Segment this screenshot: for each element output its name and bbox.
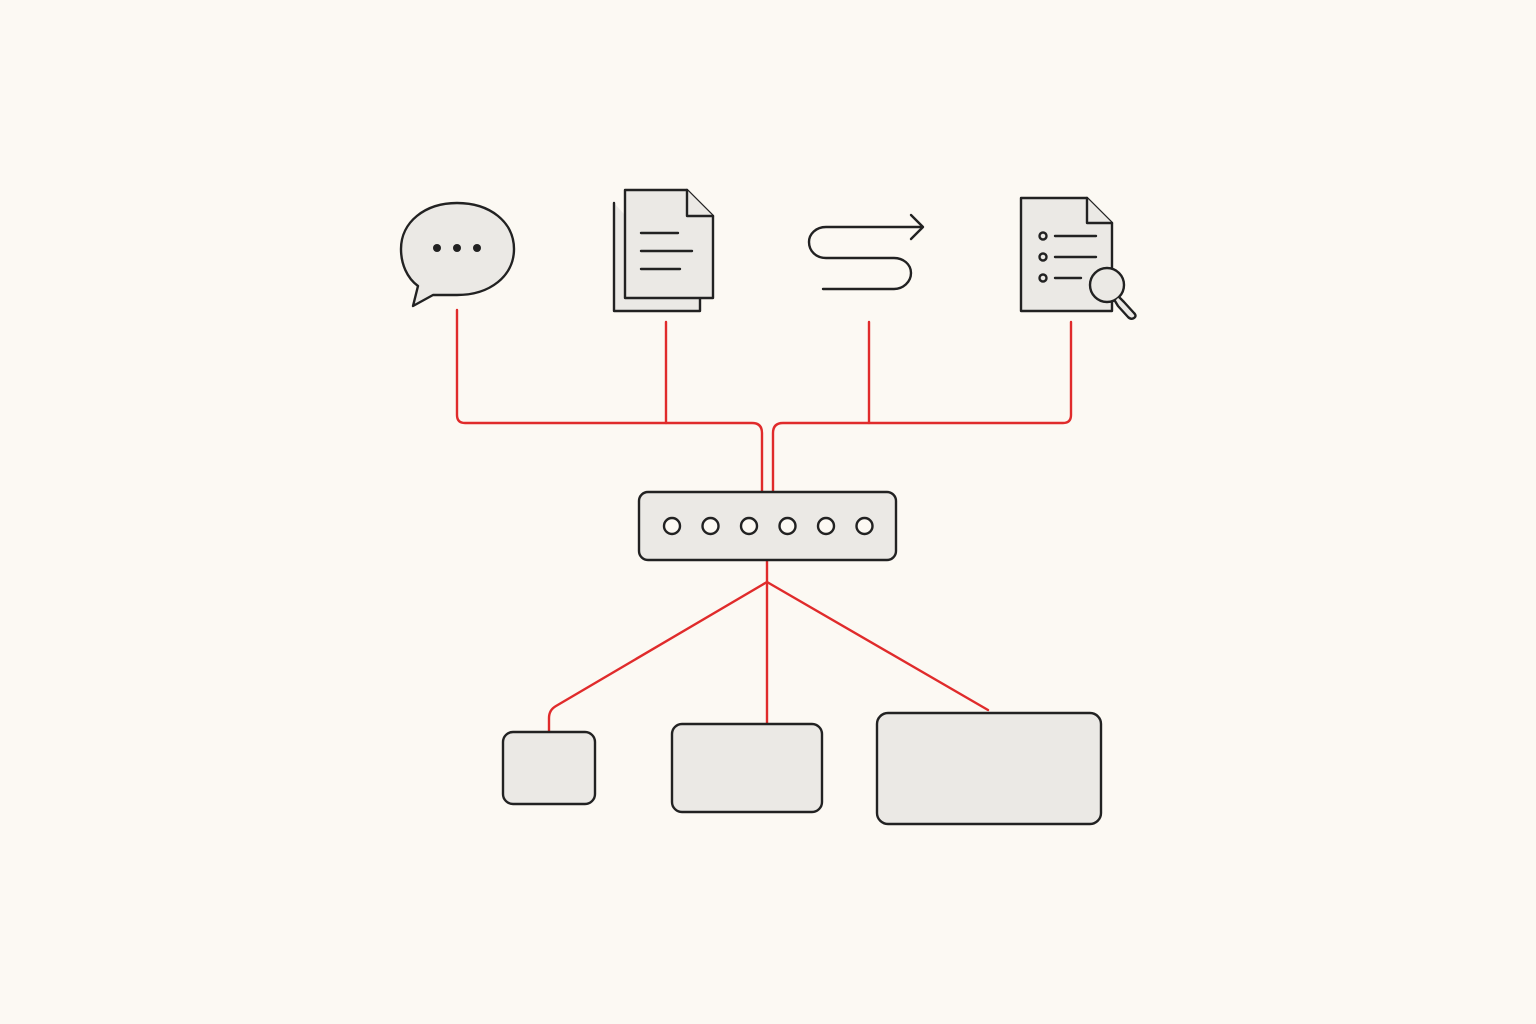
speech-dot [453,244,461,252]
winding-arrow-head [909,213,925,241]
output-box-medium [670,722,824,814]
speech-bubble-icon [399,201,516,308]
output-boxes [501,711,1103,826]
speech-dot [433,244,441,252]
hub-port [778,516,797,536]
output-box-small [501,730,597,806]
hub-port [739,516,759,536]
winding-arrow-path [807,225,924,291]
hub-port [816,516,836,536]
connector-output-large [765,580,990,712]
hub-port [701,516,720,536]
output-connectors [547,559,990,734]
switch-hub-icon [637,490,898,562]
hub-port [855,516,874,536]
speech-dot [473,244,481,252]
hub-body [637,490,898,562]
document-fold [685,188,715,218]
connector-speech-bubble [455,308,764,493]
list-bullet [1038,231,1048,241]
magnifier-handle [1113,295,1137,320]
document-stack-icon [612,188,715,313]
connector-output-small [547,580,769,734]
search-document-fold [1085,196,1114,225]
magnifier-lens [1088,266,1126,304]
speech-bubble-outline [399,201,516,308]
connector-document-search [771,320,1073,493]
output-box-large [875,711,1103,826]
input-connectors [455,308,1073,493]
list-bullet [1038,273,1048,283]
list-bullet [1038,252,1048,262]
hub-port [662,516,682,536]
hub-ports [662,516,874,536]
winding-arrow-icon [807,213,925,291]
document-search-icon [1019,196,1137,320]
